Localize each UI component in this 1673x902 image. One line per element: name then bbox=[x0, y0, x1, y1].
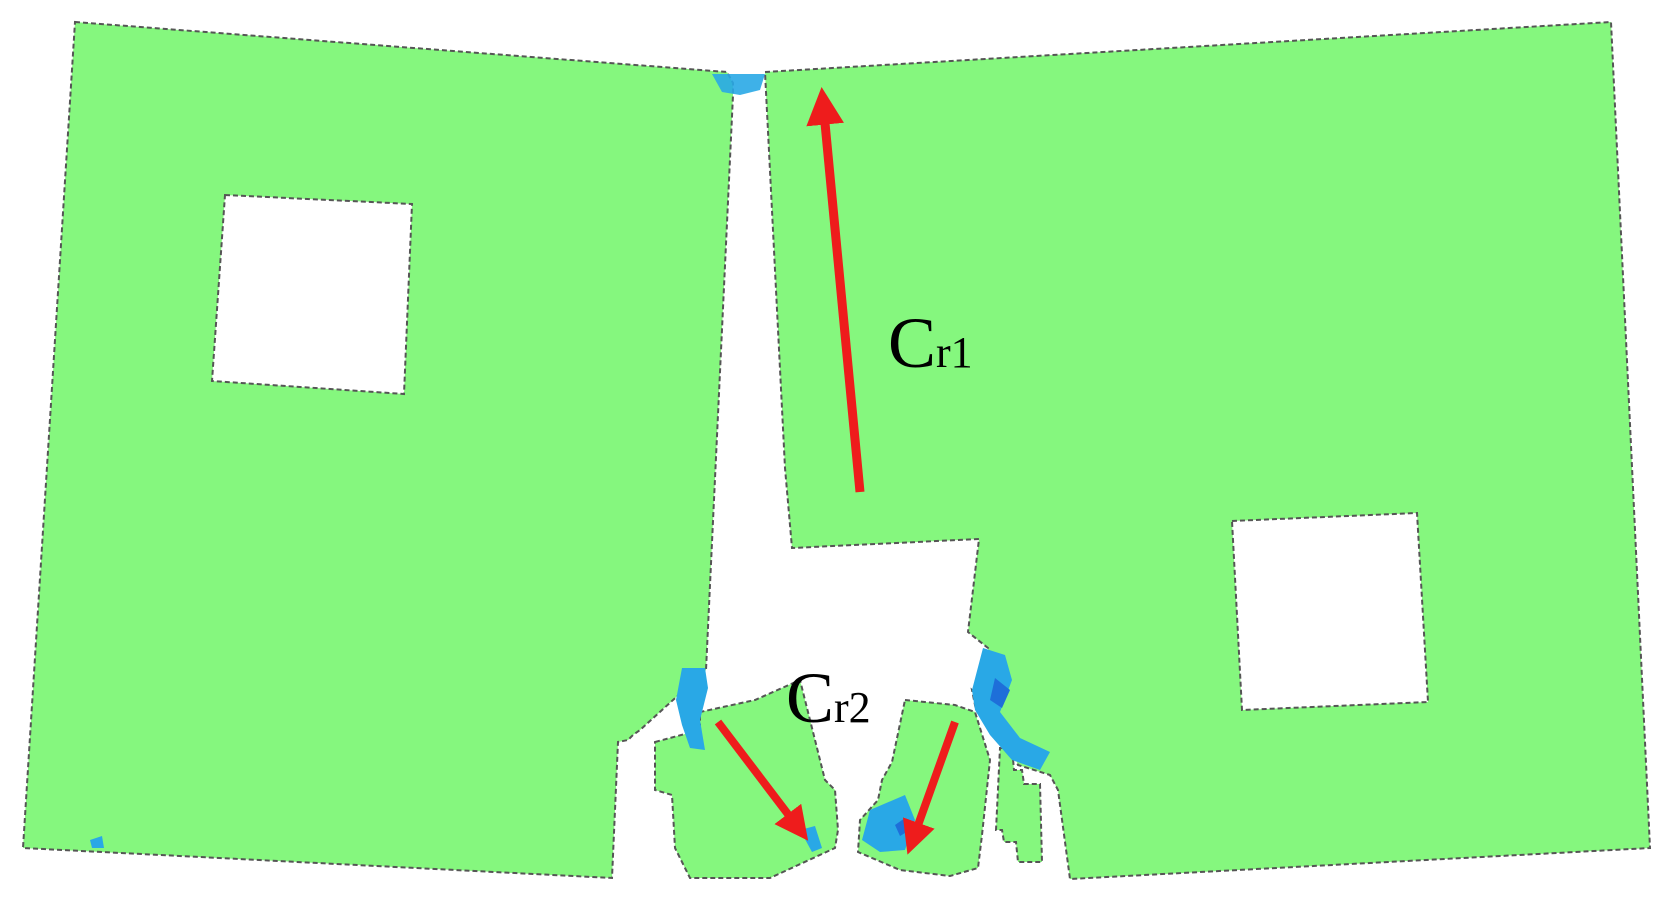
fragment-column bbox=[994, 747, 1044, 863]
arrow-crack2-left bbox=[714, 719, 809, 841]
stress-patches bbox=[90, 74, 1050, 852]
label-crack1-sub: r1 bbox=[936, 328, 973, 377]
arrow-crack1 bbox=[806, 86, 865, 493]
label-crack1-main: C bbox=[888, 303, 936, 383]
left-block bbox=[21, 20, 734, 880]
label-crack2-main: C bbox=[786, 658, 834, 738]
label-crack2: Cr2 bbox=[786, 658, 871, 738]
opening-right bbox=[1230, 511, 1430, 712]
arrow-crack2-right bbox=[902, 720, 959, 855]
label-crack2-sub: r2 bbox=[834, 683, 871, 732]
opening-left bbox=[210, 193, 414, 396]
label-crack1: Cr1 bbox=[888, 303, 973, 383]
